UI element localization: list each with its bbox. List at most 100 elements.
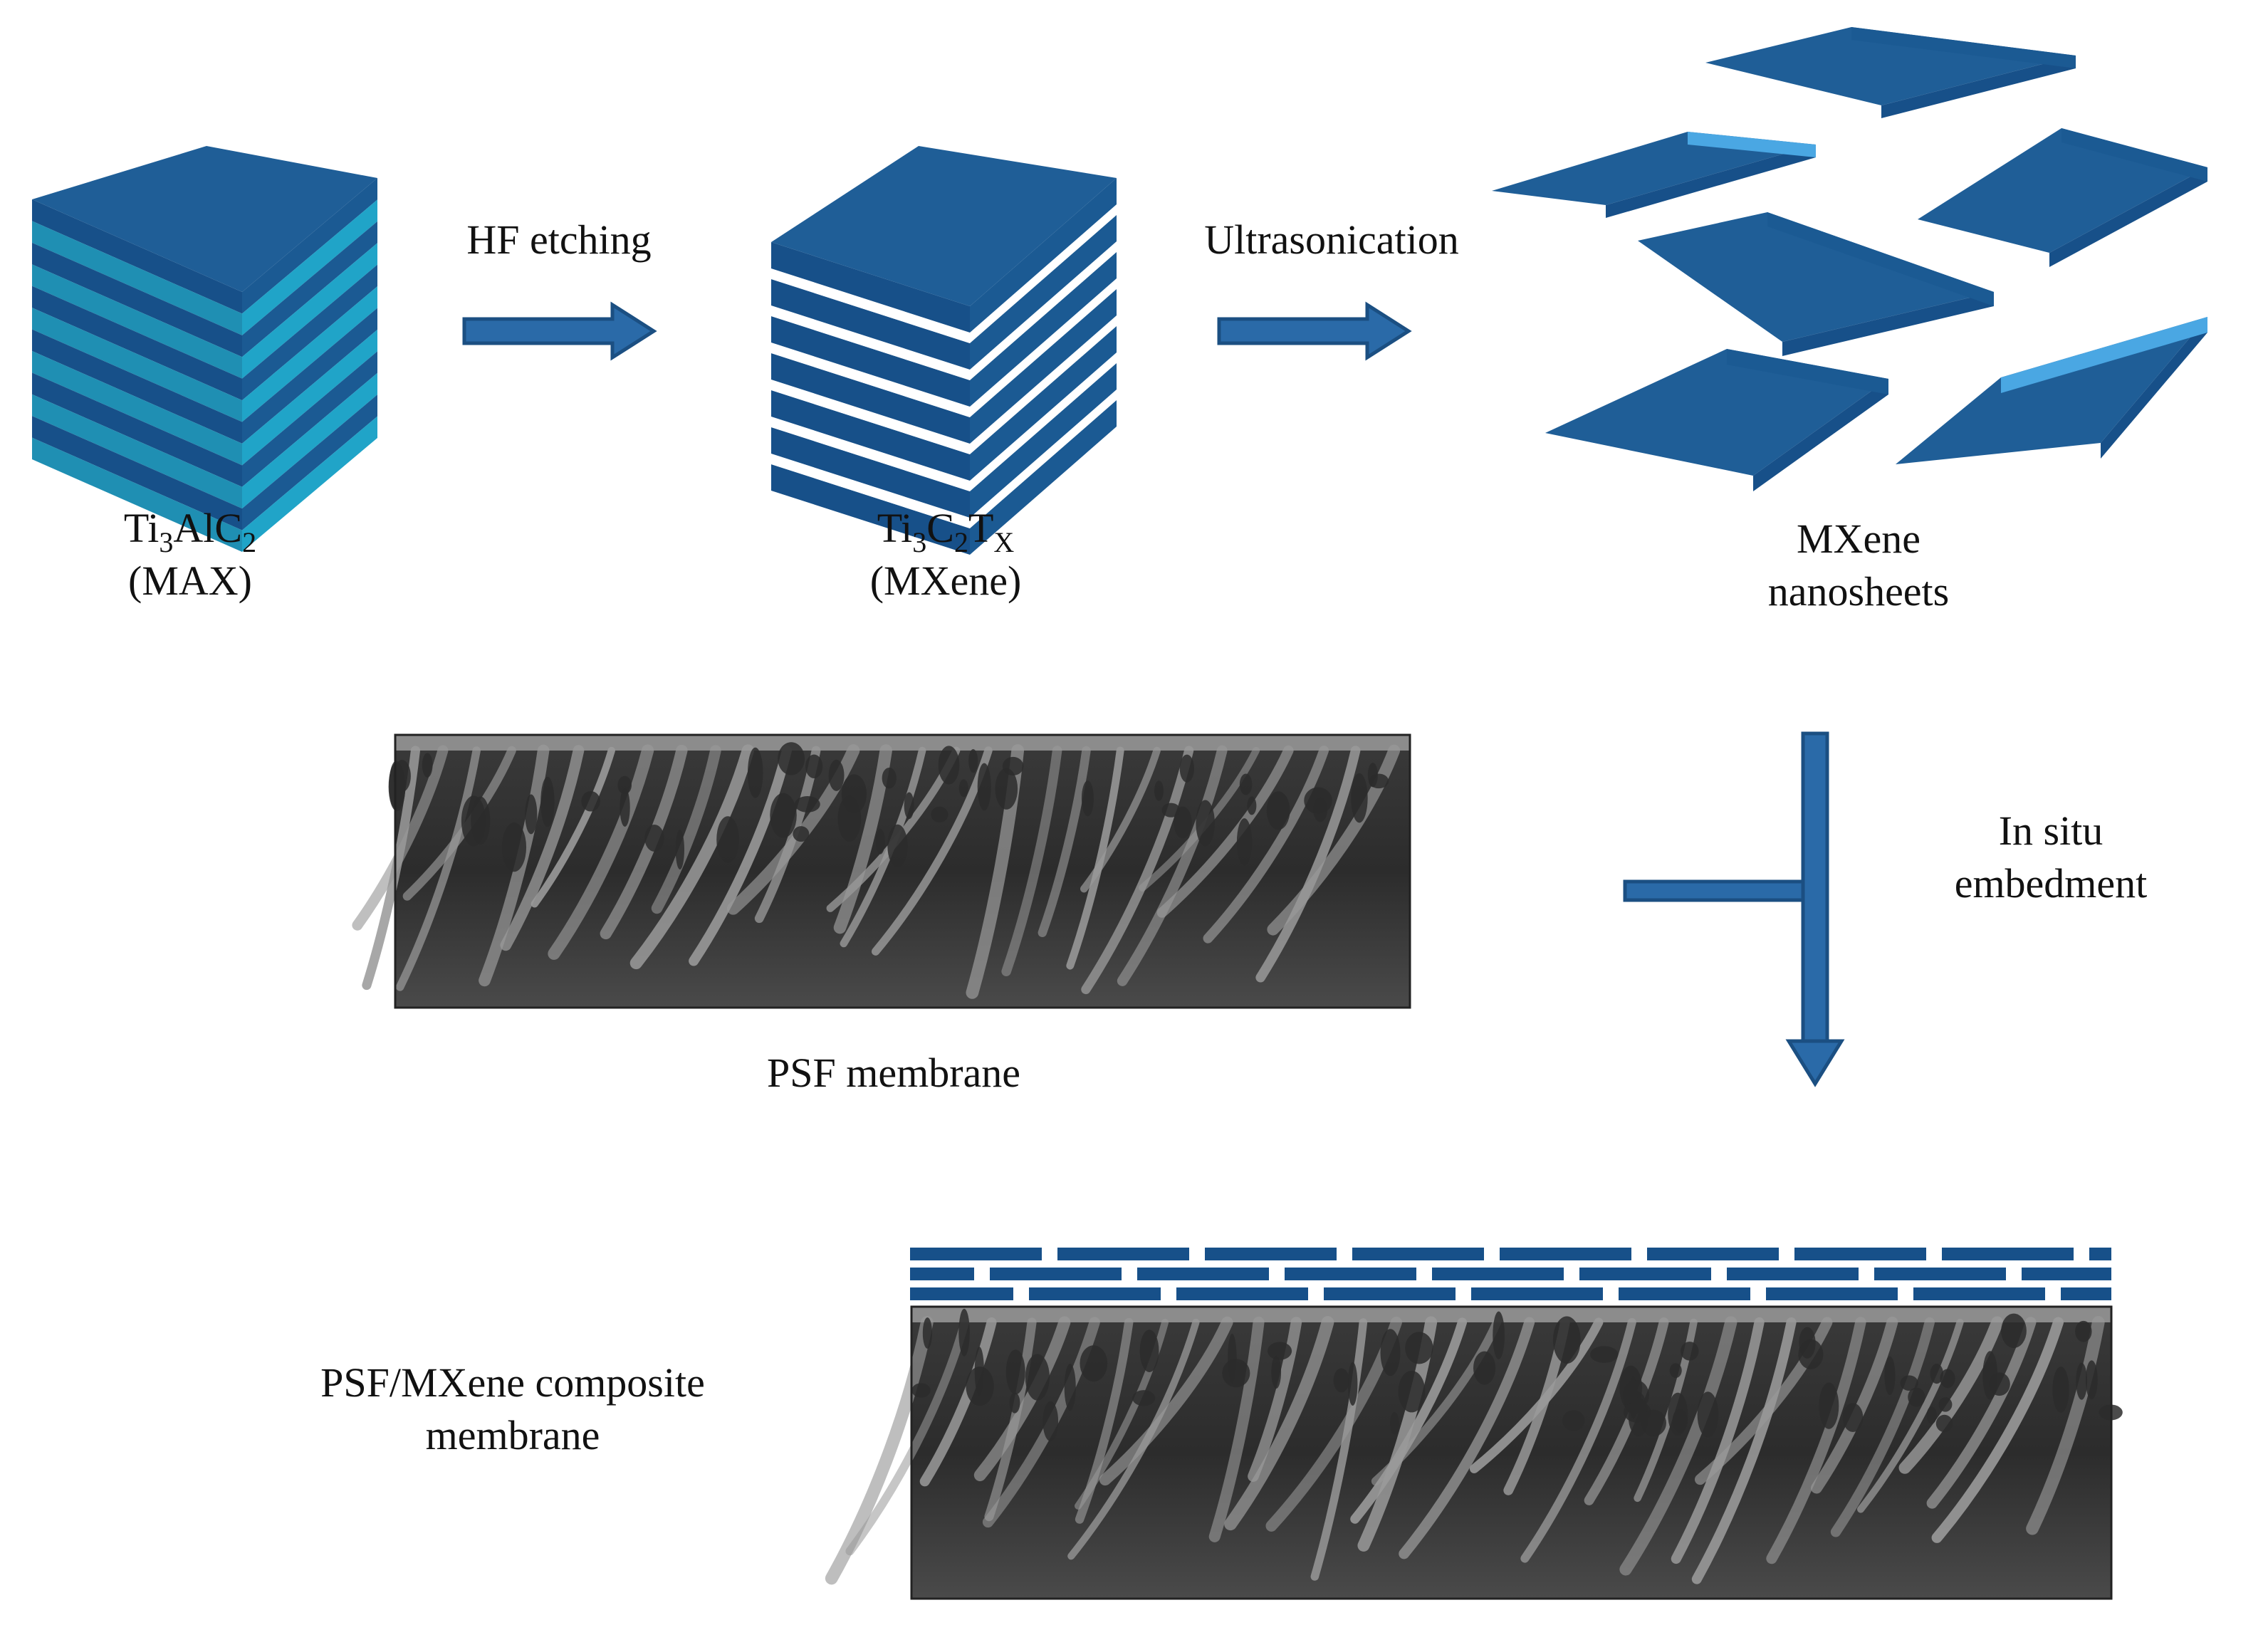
- nanosheet-edge: [1753, 379, 1888, 491]
- sem-pore: [1236, 818, 1253, 866]
- sem-pore: [1222, 1359, 1250, 1388]
- sem-pore-wall: [689, 745, 792, 966]
- cube-side-layer: [242, 329, 377, 466]
- sem-pore: [2075, 1320, 2092, 1342]
- stack-gap: [771, 417, 970, 491]
- sem-pore: [540, 776, 555, 827]
- cube-front-layer: [32, 242, 242, 357]
- sem-pore: [1669, 1363, 1682, 1379]
- sem-pore-wall: [1469, 1317, 1604, 1473]
- mxene-nanosheet-layer: [910, 1248, 2111, 1300]
- right-arrow-icon: [462, 301, 657, 361]
- stacked-sheets-icon: [771, 146, 1117, 555]
- sem-pore: [2085, 1360, 2098, 1400]
- sem-pore: [471, 796, 491, 845]
- sem-pore: [2052, 1367, 2069, 1413]
- sem-pore-wall: [919, 1317, 997, 1487]
- nanosheet-edge: [2049, 167, 2207, 267]
- sem-pore: [778, 742, 805, 775]
- sem-pore-wall: [1310, 1318, 1368, 1581]
- sem-pore: [1938, 1397, 1953, 1412]
- sem-pore: [1080, 1345, 1108, 1382]
- sem-pore: [1697, 1391, 1719, 1438]
- mxene-brick: [1029, 1287, 1161, 1300]
- mxene-brick: [1324, 1287, 1456, 1300]
- mxene-name: (MXene): [869, 558, 1022, 604]
- stack-sheet-front: [771, 316, 970, 407]
- stack-sheet-side: [970, 252, 1117, 407]
- mxene-brick: [910, 1268, 974, 1280]
- sem-pore-wall: [352, 745, 449, 931]
- sem-pore-wall: [1156, 745, 1294, 918]
- sem-pore: [1940, 1369, 1955, 1389]
- mxene-brick: [910, 1287, 1013, 1300]
- sem-pore: [1333, 1368, 1349, 1393]
- sem-pore-wall: [1857, 1318, 1964, 1513]
- mxene-brick: [1176, 1287, 1308, 1300]
- sem-pore: [1064, 1364, 1076, 1411]
- mxene-formula: Ti3C2TX: [877, 505, 1015, 558]
- sem-pore-wall: [548, 744, 654, 960]
- sem-pore: [828, 759, 845, 791]
- sem-pore: [501, 822, 527, 872]
- sem-pore: [1132, 1390, 1156, 1406]
- sem-pore-wall: [833, 744, 892, 934]
- sem-pore: [2001, 1313, 2027, 1348]
- sem-pore-wall: [651, 745, 721, 914]
- nanosheets-label-line1: MXene: [1797, 516, 1921, 562]
- nanosheet: [1638, 212, 1994, 342]
- sem-pore: [938, 746, 960, 785]
- sem-pore: [966, 1367, 994, 1406]
- cube-side-layer: [242, 199, 377, 335]
- nanosheet-edge: [1881, 56, 2076, 118]
- stack-gap: [771, 268, 970, 343]
- sem-pore: [581, 790, 600, 812]
- sem-pore: [931, 806, 949, 823]
- cube-side-layer: [242, 308, 377, 444]
- sem-pore: [422, 753, 433, 778]
- sem-pore: [1266, 791, 1290, 830]
- mxene-brick: [1500, 1248, 1631, 1260]
- nanosheets-label-line2: nanosheets: [1767, 568, 1950, 615]
- stack-sheet-side: [970, 363, 1117, 518]
- nanosheet-side: [2061, 128, 2207, 182]
- nanosheet-side: [1688, 132, 1816, 157]
- sem-frame: [394, 733, 1411, 1009]
- sem-pore: [1493, 1311, 1505, 1359]
- embedment-label-line2: embedment: [1954, 860, 2148, 906]
- nanosheet-side: [1727, 349, 1888, 395]
- composite-label-line1: PSF/MXene composite: [320, 1359, 705, 1406]
- sem-frame: [910, 1305, 2113, 1600]
- nanosheet-flakes-icon: [1492, 27, 2207, 491]
- cube-front-layer: [32, 308, 242, 422]
- mxene-brick: [1352, 1248, 1484, 1260]
- sem-pore: [882, 767, 897, 789]
- cube-side-layer: [242, 395, 377, 531]
- sem-pore: [1196, 800, 1215, 847]
- sem-pore: [1154, 780, 1164, 801]
- sem-pore: [995, 768, 1018, 810]
- cube-side-layer: [242, 351, 377, 487]
- sem-pore-wall: [1931, 1317, 2064, 1543]
- mxene-brick: [2061, 1287, 2111, 1300]
- mxene-brick: [1205, 1248, 1337, 1260]
- sem-pore: [1380, 1329, 1401, 1376]
- stack-sheet-side: [970, 326, 1117, 481]
- cube-front-layer: [32, 437, 242, 552]
- psf-membrane-label: PSF membrane: [766, 1050, 1021, 1096]
- sem-pore: [1982, 1351, 1998, 1400]
- sem-pore-wall: [1117, 745, 1228, 986]
- sem-pore-wall: [1926, 1317, 2037, 1509]
- sem-pore: [1405, 1332, 1433, 1364]
- nanosheet: [1918, 128, 2207, 253]
- sem-pore: [1390, 1412, 1399, 1435]
- sem-pore: [1271, 1355, 1282, 1389]
- stack-sheet-front: [771, 464, 970, 555]
- sem-pore: [1562, 1410, 1585, 1431]
- sem-pore: [1161, 803, 1181, 817]
- cube-side-layer: [242, 243, 377, 379]
- sem-skin-layer: [911, 1307, 2111, 1322]
- sem-pore: [1590, 1346, 1619, 1363]
- sem-pore: [675, 830, 684, 870]
